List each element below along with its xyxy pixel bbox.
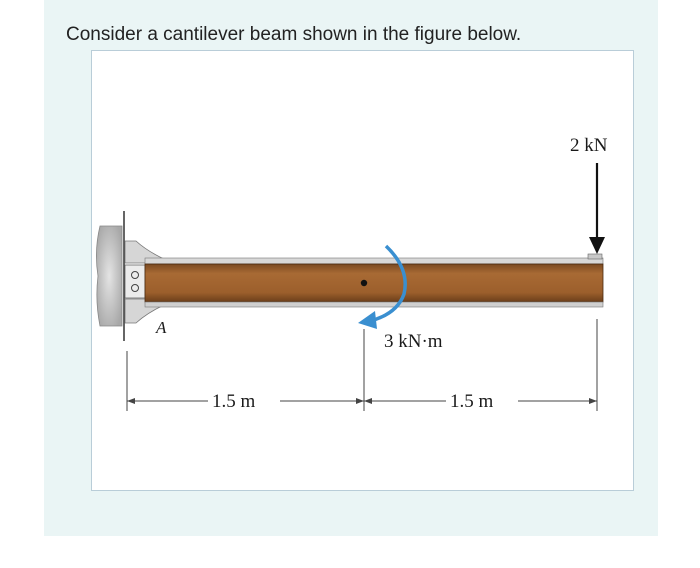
moment-arrow-head-icon [358, 311, 377, 329]
cantilever-diagram: A 2 kN 3 kN·m 1.5 m [96, 135, 608, 412]
load-plate [587, 253, 603, 260]
beam-top-flange [144, 257, 604, 265]
bolt-icon [131, 271, 139, 279]
dimension-label-left: 1.5 m [212, 391, 256, 412]
beam [144, 253, 604, 308]
dim-label-bg-right [446, 387, 518, 411]
beam-body [144, 263, 604, 303]
dim-arrow-icon [356, 398, 364, 404]
dim-arrow-icon [589, 398, 597, 404]
moment-label: 3 kN·m [384, 331, 443, 352]
bolt-plate [124, 264, 146, 299]
support-label: A [155, 318, 167, 337]
question-text: Consider a cantilever beam shown in the … [66, 24, 522, 45]
dim-label-bg-left [208, 387, 280, 411]
dimension-label-right: 1.5 m [450, 391, 494, 412]
couple-moment: 3 kN·m [358, 244, 443, 352]
dimensions: 1.5 m 1.5 m [126, 319, 598, 412]
moment-center-dot [360, 279, 368, 287]
point-load: 2 kN [570, 135, 608, 254]
moment-arrow-arc [369, 244, 407, 323]
dim-arrow-icon [364, 398, 372, 404]
dim-arrow-icon [127, 398, 135, 404]
beam-bottom-flange [144, 301, 604, 308]
point-load-label: 2 kN [570, 135, 608, 156]
wall-shape [96, 225, 123, 327]
load-arrow-head-icon [589, 237, 605, 254]
bolt-icon [131, 284, 139, 292]
figure-frame: A 2 kN 3 kN·m 1.5 m [91, 50, 634, 491]
